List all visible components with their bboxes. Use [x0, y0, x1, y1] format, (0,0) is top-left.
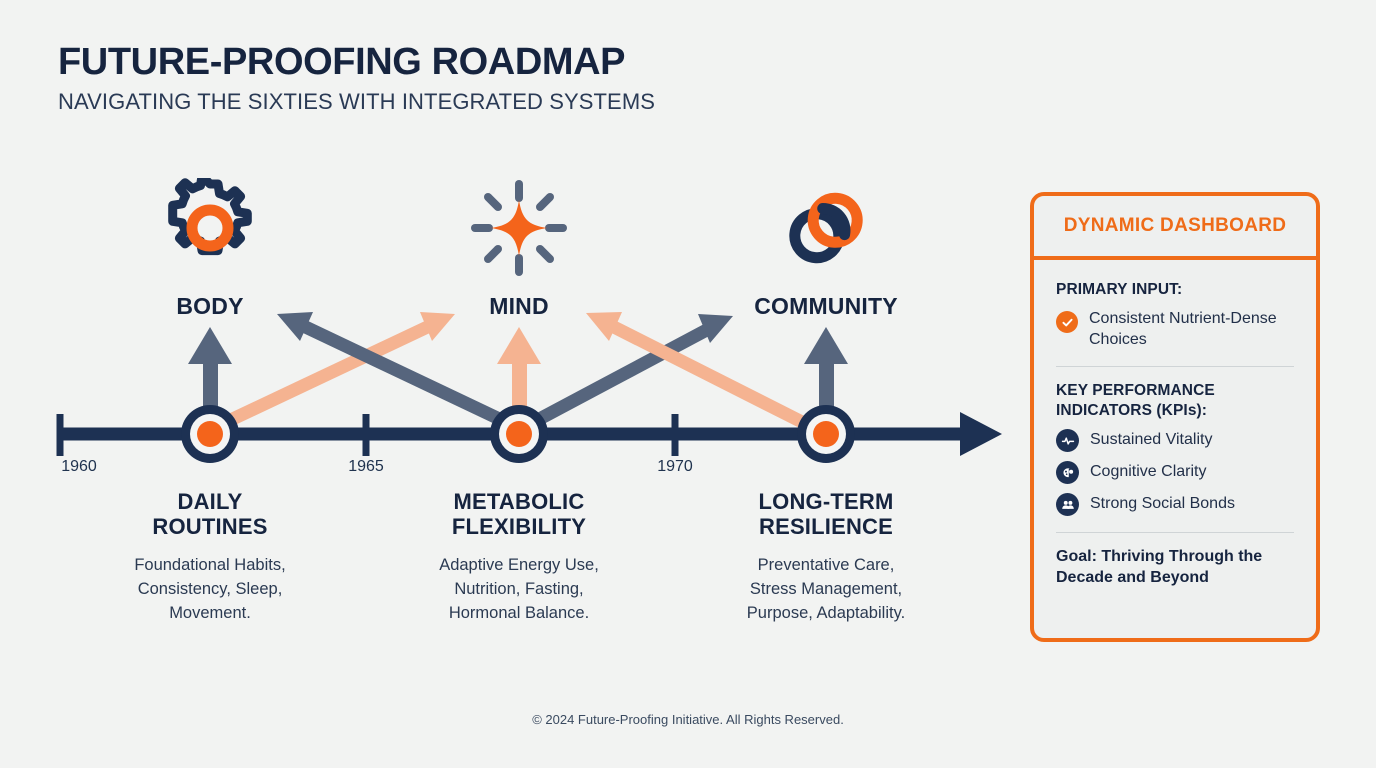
arrow-mind-to-community: [526, 314, 733, 430]
dashboard-divider-1: [1056, 366, 1294, 368]
brain-icon: [1056, 461, 1079, 485]
pillar-label-community: COMMUNITY: [754, 293, 898, 319]
dashboard-goal-text: Goal: Thriving Through the Decade and Be…: [1056, 548, 1263, 586]
timeline-graphic: [56, 312, 1002, 463]
pillar-label-body: BODY: [176, 293, 244, 319]
year-label-1965: 1965: [348, 458, 384, 475]
pulse-icon: [1056, 429, 1079, 453]
timeline-node-community[interactable]: [797, 405, 855, 463]
gear-icon: [160, 171, 260, 283]
primary-input-row: Consistent Nutrient-Dense Choices: [1056, 309, 1294, 350]
kpi-label: Cognitive Clarity: [1090, 463, 1207, 481]
kpi-heading: KEY PERFORMANCE INDICATORS (KPIs):: [1056, 382, 1215, 419]
chain-link-icon: [776, 178, 876, 283]
pillar-label-mind: MIND: [489, 293, 549, 319]
kpi-item-strong-social-bonds: Strong Social Bonds: [1056, 492, 1294, 517]
stage-title-daily-routines: DAILY ROUTINES: [152, 489, 268, 540]
dashboard-title: DYNAMIC DASHBOARD: [1063, 215, 1287, 236]
footer-copyright: © 2024 Future-Proofing Initiative. All R…: [532, 712, 844, 727]
dashboard-body: PRIMARY INPUT: Consistent Nutrient-Dense…: [1034, 260, 1316, 638]
kpi-item-sustained-vitality: Sustained Vitality: [1056, 428, 1294, 453]
dashboard-header: DYNAMIC DASHBOARD: [1034, 196, 1316, 260]
stage-title-long-term-resilience: LONG-TERM RESILIENCE: [758, 489, 894, 540]
arrow-community-to-mind: [586, 312, 809, 430]
roadmap-stage: BODY MIND COMMUNITY 1960 1965 1970 DAILY…: [56, 171, 1002, 622]
year-label-1970: 1970: [657, 458, 693, 475]
dashboard-divider-2: [1056, 532, 1294, 534]
page-header: FUTURE-PROOFING ROADMAP NAVIGATING THE S…: [58, 41, 656, 115]
kpi-item-cognitive-clarity: Cognitive Clarity: [1056, 460, 1294, 485]
dynamic-dashboard-panel: DYNAMIC DASHBOARD PRIMARY INPUT: Consist…: [1030, 192, 1320, 642]
check-circle-icon: [1056, 311, 1078, 334]
arrow-body-to-mind: [219, 312, 455, 430]
stage-description-long-term-resilience: Preventative Care, Stress Management, Pu…: [746, 556, 906, 622]
year-label-1960: 1960: [61, 458, 97, 475]
arrow-mind-to-body: [277, 312, 513, 430]
timeline-node-body[interactable]: [181, 405, 239, 463]
stage-description-metabolic-flexibility: Adaptive Energy Use, Nutrition, Fasting,…: [439, 556, 599, 622]
stage-description-daily-routines: Foundational Habits, Consistency, Sleep,…: [134, 556, 286, 622]
primary-input-value: Consistent Nutrient-Dense Choices: [1089, 310, 1277, 348]
timeline-node-mind[interactable]: [490, 405, 548, 463]
primary-input-heading: PRIMARY INPUT:: [1056, 281, 1183, 298]
spark-icon: [469, 178, 569, 283]
kpi-label: Strong Social Bonds: [1090, 495, 1235, 513]
people-icon: [1056, 493, 1079, 517]
page-title: FUTURE-PROOFING ROADMAP: [58, 41, 626, 83]
page-subtitle: NAVIGATING THE SIXTIES WITH INTEGRATED S…: [58, 89, 656, 115]
kpi-label: Sustained Vitality: [1090, 431, 1213, 449]
stage-title-metabolic-flexibility: METABOLIC FLEXIBILITY: [451, 489, 587, 540]
